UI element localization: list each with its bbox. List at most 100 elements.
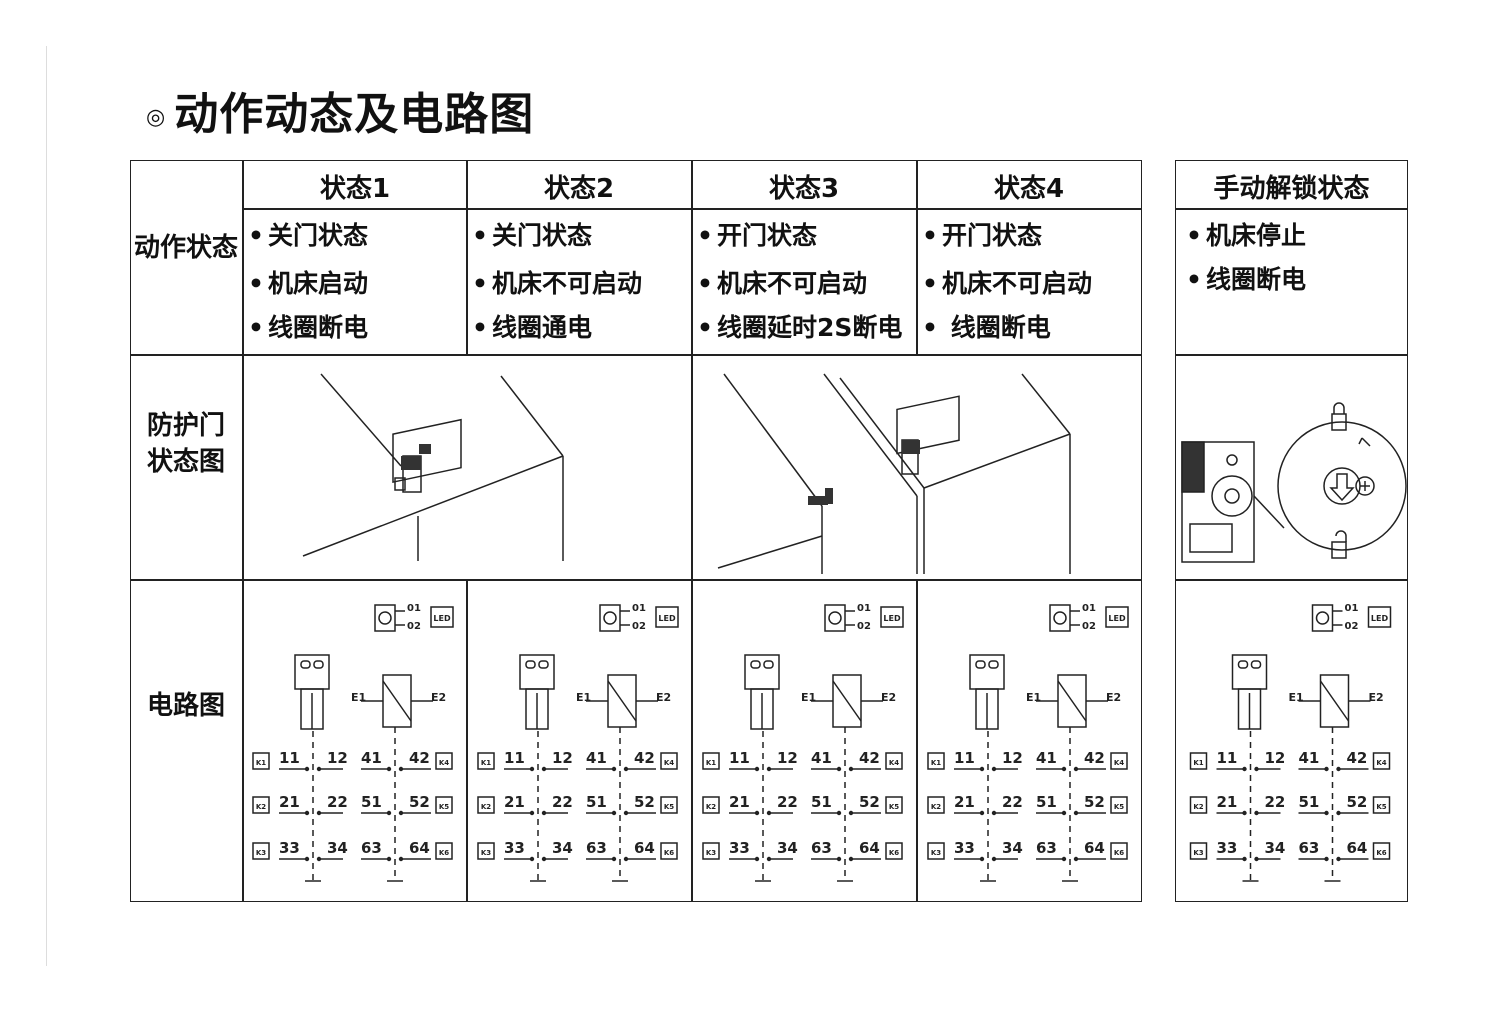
actuator-key-slot [538,660,549,669]
actuator-key [294,654,330,690]
terminal-left [702,842,720,860]
contact-label: 34 [1265,839,1286,857]
contact-node [1254,766,1259,772]
led-label-box [655,606,679,628]
table-divider [466,160,468,355]
terminal-right-label: K5 [439,803,449,811]
table-divider [916,160,918,355]
led-pin-label: 02 [1345,621,1359,632]
state-table [130,160,1142,902]
terminal-left-label: K3 [931,849,941,857]
contact-label: 63 [1299,839,1320,857]
terminal-right-label: K4 [664,759,674,767]
state-2-item: 线圈通电 [472,308,592,344]
terminal-left [1189,796,1208,814]
terminal-right [1372,752,1391,770]
terminal-left [1189,752,1208,770]
state-3-header: 状态3 [768,174,840,204]
terminal-right-label: K4 [889,759,899,767]
contact-label: 34 [777,839,798,857]
contact-node [754,856,760,862]
page-title: ◎动作动态及电路图 [146,78,534,142]
door-switch-icon [401,444,431,470]
coil-label: E2 [431,691,446,704]
contact-node [1242,766,1247,772]
terminal-left-label: K2 [1193,803,1203,811]
contact-label: 51 [811,793,832,811]
contact-node [386,856,392,862]
state-4-header: 状态4 [993,174,1065,204]
title-mark: ◎ [146,104,167,130]
state-2-header: 状态2 [543,174,615,204]
contact-node [304,810,310,816]
terminal-right [660,752,678,770]
terminal-right-label: K5 [1376,803,1386,811]
led-label: LED [1371,614,1389,623]
led-label: LED [658,614,676,623]
contact-label: 41 [1036,749,1057,767]
contact-label: 51 [586,793,607,811]
contact-label: 41 [1299,749,1320,767]
contact-node [541,810,547,816]
terminal-right [885,796,903,814]
contact-label: 42 [409,749,430,767]
contact-label: 22 [552,793,573,811]
contact-label: 11 [954,749,975,767]
contact-label: 64 [1084,839,1105,857]
contact-node [1061,810,1067,816]
contact-node [979,766,985,772]
led-pin-label: 02 [407,621,421,632]
contact-label: 34 [552,839,573,857]
contact-node [316,766,322,772]
terminal-right-label: K4 [439,759,449,767]
manual-unlock-sketch [1181,402,1407,563]
manual-item: 机床停止 [1186,216,1306,252]
contact-label: 12 [1002,749,1023,767]
contact-label: 21 [954,793,975,811]
terminal-right [435,752,453,770]
state-4-item: 开门状态 [922,216,1042,252]
row-label-circuit: 电路图 [146,691,225,721]
terminal-left [927,752,945,770]
contact-label: 21 [504,793,525,811]
led-label: LED [433,614,451,623]
contact-label: 21 [1217,793,1238,811]
contact-label: 33 [954,839,975,857]
terminal-right-label: K6 [1114,849,1124,857]
door-closed-sketch [302,373,564,561]
actuator-key-slot [1237,660,1249,669]
contact-label: 51 [361,793,382,811]
contact-node [766,856,772,862]
terminal-left-label: K1 [481,759,491,767]
contact-label: 51 [1036,793,1057,811]
actuator-key-slot [763,660,774,669]
table-divider [916,579,918,902]
contact-label: 11 [729,749,750,767]
coil-diagonal [607,680,637,722]
contact-node [623,856,629,862]
led-indicator [599,604,621,632]
contact-label: 12 [552,749,573,767]
terminal-left-label: K1 [1193,759,1203,767]
coil-label: E2 [881,691,896,704]
contact-label: 12 [327,749,348,767]
contact-label: 21 [279,793,300,811]
contact-label: 63 [811,839,832,857]
led-pin-label: 01 [1082,603,1096,614]
actuator-key-slot [525,660,536,669]
contact-label: 22 [1002,793,1023,811]
terminal-left-label: K2 [706,803,716,811]
contact-label: 42 [1347,749,1368,767]
row-label-action: 动作状态 [133,233,238,263]
contact-node [848,766,854,772]
contact-label: 41 [811,749,832,767]
contact-node [611,766,617,772]
contact-node [529,766,535,772]
terminal-right [660,842,678,860]
contact-node [836,810,842,816]
contact-label: 63 [1036,839,1057,857]
contact-node [1061,766,1067,772]
table-divider [691,160,693,902]
terminal-right [435,796,453,814]
coil-label: E2 [1369,691,1384,704]
